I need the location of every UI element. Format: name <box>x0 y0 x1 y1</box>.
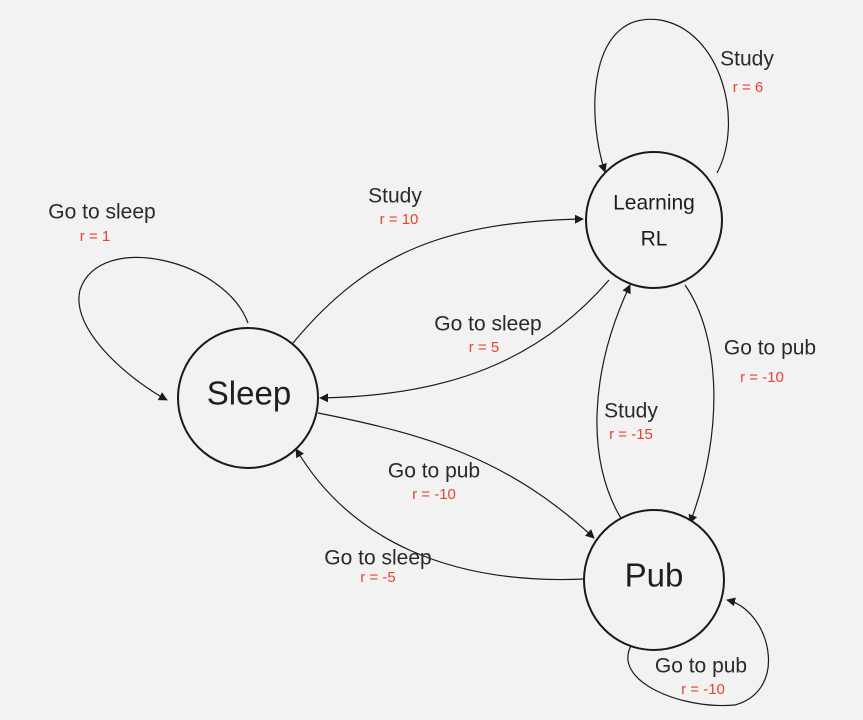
reward-label-sleep-to-pub: r = -10 <box>412 486 456 503</box>
action-label-sleep-to-pub: Go to pub <box>388 460 480 483</box>
edge-pub-self <box>627 597 770 707</box>
reward-label-pub-to-learning: r = -15 <box>609 426 653 443</box>
edge-learning-to-pub <box>684 284 715 524</box>
edge-pub-to-sleep <box>295 448 586 581</box>
action-label-pub-to-sleep: Go to sleep <box>324 547 431 570</box>
state-sleep <box>177 327 319 469</box>
state-label-pub: Pub <box>625 557 684 594</box>
action-label-learning-to-sleep: Go to sleep <box>434 313 541 336</box>
action-label-sleep-to-learning: Study <box>368 185 422 208</box>
state-label-learning-line2: RL <box>641 228 668 251</box>
reward-label-learning-self: r = 6 <box>733 79 763 96</box>
edge-learning-self <box>594 18 730 174</box>
state-label-learning-line1: Learning <box>613 192 695 215</box>
action-label-learning-self: Study <box>720 48 774 71</box>
action-label-pub-to-learning: Study <box>604 400 658 423</box>
action-label-sleep-self: Go to sleep <box>48 201 155 224</box>
reward-label-pub-self: r = -10 <box>681 681 725 698</box>
edge-learning-to-sleep <box>319 279 610 403</box>
edge-pub-to-learning <box>596 284 631 521</box>
state-pub <box>583 509 725 651</box>
edge-sleep-to-learning <box>292 214 584 344</box>
action-label-learning-to-pub: Go to pub <box>724 337 816 360</box>
edge-sleep-self <box>78 256 249 401</box>
reward-label-pub-to-sleep: r = -5 <box>360 569 395 586</box>
reward-label-learning-to-pub: r = -10 <box>740 369 784 386</box>
reward-label-learning-to-sleep: r = 5 <box>469 339 499 356</box>
reward-label-sleep-self: r = 1 <box>80 228 110 245</box>
edge-sleep-to-pub <box>317 412 595 539</box>
state-learning-rl <box>585 151 723 289</box>
action-label-pub-self: Go to pub <box>655 655 747 678</box>
state-label-sleep: Sleep <box>207 375 291 412</box>
reward-label-sleep-to-learning: r = 10 <box>380 211 419 228</box>
